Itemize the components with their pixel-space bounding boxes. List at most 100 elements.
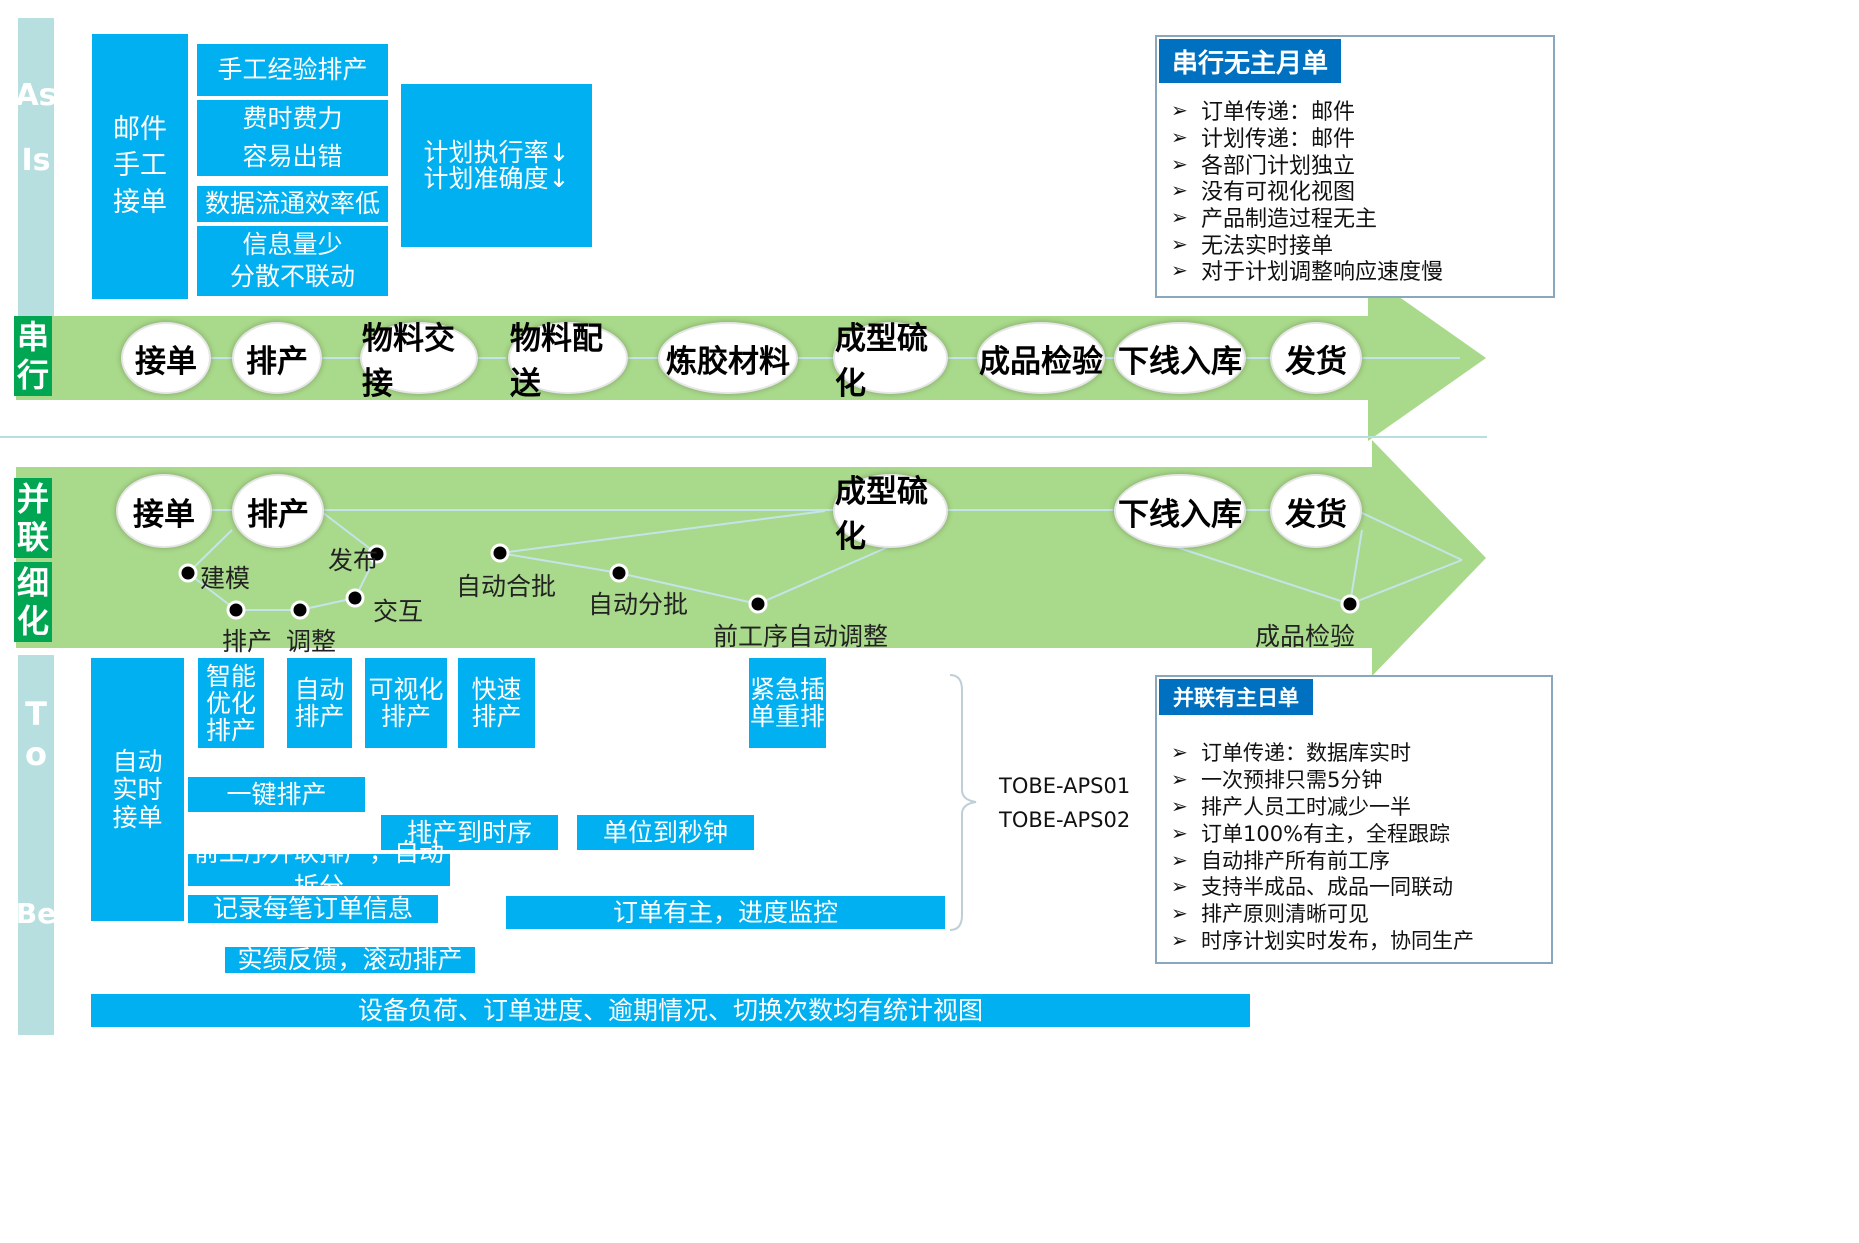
point-label-schedule: 排产 [222,627,273,656]
parallel-step-shipping: 发货 [1270,474,1362,548]
dot-publish [367,544,387,564]
serial-step-material-handover: 物料交接 [360,321,478,402]
to-be-urgent: 紧急插 单重排 [749,658,826,748]
sidebar-as-is: As Is [15,18,57,318]
sidebar-as-is-text-2: Is [21,143,51,178]
dot-model [178,563,198,583]
panel-parallel-item: ➢排产原则清晰可见 [1171,901,1369,927]
panel-serial-item: ➢产品制造过程无主 [1171,205,1378,233]
to-be-one-key: 一键排产 [188,777,365,812]
arrow-bullet-icon: ➢ [1171,901,1188,926]
as-is-rate-box: 计划执行率↓ 计划准确度↓ [401,84,592,247]
panel-serial-item: ➢各部门计划独立 [1171,151,1356,179]
parallel-step-schedule: 排产 [232,474,324,548]
arrow-bullet-icon: ➢ [1171,258,1188,283]
brace [949,674,977,931]
sidebar-to-be: T o Be [16,655,56,1035]
arrow-bullet-icon: ➢ [1171,98,1188,123]
to-be-smart: 智能 优化 排产 [198,658,264,748]
to-be-code-1: TOBE-APS01 [999,774,1131,798]
dot-interact [345,588,365,608]
to-be-feedback: 实绩反馈，滚动排产 [225,945,475,974]
as-is-flow-box: 数据流通效率低 [197,186,388,222]
point-label-interact: 交互 [373,597,424,626]
to-be-fast: 快速 排产 [458,658,535,748]
panel-serial-title: 串行无主月单 [1159,39,1341,83]
arrow-bullet-icon: ➢ [1171,820,1188,845]
as-is-manual-box: 手工经验排产 [197,44,388,96]
to-be-record: 记录每笔订单信息 [188,894,438,923]
serial-step-rubber-mixing: 炼胶材料 [658,322,798,394]
point-label-inspect: 成品检验 [1255,622,1356,651]
arrow-bullet-icon: ➢ [1171,178,1188,203]
to-be-visual: 可视化 排产 [365,658,447,748]
panel-serial-item: ➢对于计划调整响应速度慢 [1171,258,1444,286]
as-is-info-box: 信息量少 分散不联动 [197,226,388,296]
arrow-bullet-icon: ➢ [1171,767,1188,792]
point-label-publish: 发布 [328,546,379,575]
to-be-to-sequence: 排产到时序 [381,815,558,850]
parallel-step-order: 接单 [116,474,212,548]
panel-parallel-item: ➢支持半成品、成品一同联动 [1171,874,1453,900]
panel-parallel-item: ➢自动排产所有前工序 [1171,847,1390,873]
to-be-front-parallel: 前工序并联排产，自动拆分 [188,838,450,901]
serial-label: 串 行 [14,316,52,396]
panel-parallel-item: ➢排产人员工时减少一半 [1171,793,1411,819]
panel-parallel: 并联有主日单 ➢订单传递：数据库实时 ➢一次预排只需5分钟 ➢排产人员工时减少一… [1155,675,1553,964]
to-be-auto-order: 自动 实时 接单 [91,658,184,921]
point-label-auto-merge: 自动合批 [456,572,557,601]
dot-schedule [226,600,246,620]
point-label-front-adjust: 前工序自动调整 [713,622,889,651]
sidebar-to-be-text-1: T [25,695,47,733]
serial-step-schedule: 排产 [232,322,322,394]
dot-auto-merge [490,543,510,563]
dot-adjust [290,600,310,620]
to-be-to-second: 单位到秒钟 [577,815,754,850]
parallel-step-molding: 成型硫化 [833,474,948,555]
arrow-bullet-icon: ➢ [1171,205,1188,230]
panel-parallel-item: ➢订单传递：数据库实时 [1171,740,1411,766]
arrow-bullet-icon: ➢ [1171,231,1188,256]
sidebar-to-be-text-2: o [25,735,47,773]
panel-serial-item: ➢订单传递：邮件 [1171,98,1356,126]
panel-serial-item: ➢计划传递：邮件 [1171,125,1356,153]
serial-step-order: 接单 [121,322,211,394]
to-be-code-2: TOBE-APS02 [999,808,1131,832]
as-is-email-box: 邮件 手工 接单 [92,34,188,299]
point-label-model: 建模 [200,564,251,593]
as-is-effort-box: 费时费力 容易出错 [197,100,388,176]
to-be-owner-monitor: 订单有主，进度监控 [506,896,945,929]
dot-front-adjust [748,594,768,614]
panel-parallel-list: ➢订单传递：数据库实时 ➢一次预排只需5分钟 ➢排产人员工时减少一半 ➢订单10… [1171,739,1551,953]
panel-serial: 串行无主月单 ➢订单传递：邮件 ➢计划传递：邮件 ➢各部门计划独立 ➢没有可视化… [1155,35,1555,298]
serial-step-warehousing: 下线入库 [1114,322,1246,394]
panel-serial-list: ➢订单传递：邮件 ➢计划传递：邮件 ➢各部门计划独立 ➢没有可视化视图 ➢产品制… [1171,97,1551,286]
sidebar-to-be-text-3: Be [15,897,57,930]
serial-step-inspection: 成品检验 [977,322,1105,394]
point-label-adjust: 调整 [286,627,337,656]
to-be-auto: 自动 排产 [287,658,352,748]
sidebar-as-is-text-1: As [15,78,57,113]
arrow-bullet-icon: ➢ [1171,125,1188,150]
point-label-auto-split: 自动分批 [588,590,689,619]
arrow-bullet-icon: ➢ [1171,793,1188,818]
panel-parallel-title: 并联有主日单 [1159,679,1313,715]
panel-serial-item: ➢无法实时接单 [1171,231,1334,259]
arrow-bullet-icon: ➢ [1171,847,1188,872]
panel-parallel-item: ➢一次预排只需5分钟 [1171,767,1383,793]
arrow-bullet-icon: ➢ [1171,740,1188,765]
arrow-bullet-icon: ➢ [1171,927,1188,952]
arrow-bullet-icon: ➢ [1171,151,1188,176]
panel-parallel-item: ➢订单100%有主，全程跟踪 [1171,820,1451,846]
dot-auto-split [609,563,629,583]
serial-step-shipping: 发货 [1270,322,1362,394]
serial-step-molding: 成型硫化 [833,321,948,402]
panel-parallel-item: ➢时序计划实时发布，协同生产 [1171,927,1474,953]
serial-step-material-delivery: 物料配送 [508,321,628,402]
panel-serial-item: ➢没有可视化视图 [1171,178,1356,206]
parallel-label: 并 联 [14,478,52,558]
arrow-bullet-icon: ➢ [1171,874,1188,899]
refine-label: 细 化 [14,562,52,642]
to-be-stats: 设备负荷、订单进度、逾期情况、切换次数均有统计视图 [91,994,1250,1027]
dot-inspect [1340,594,1360,614]
